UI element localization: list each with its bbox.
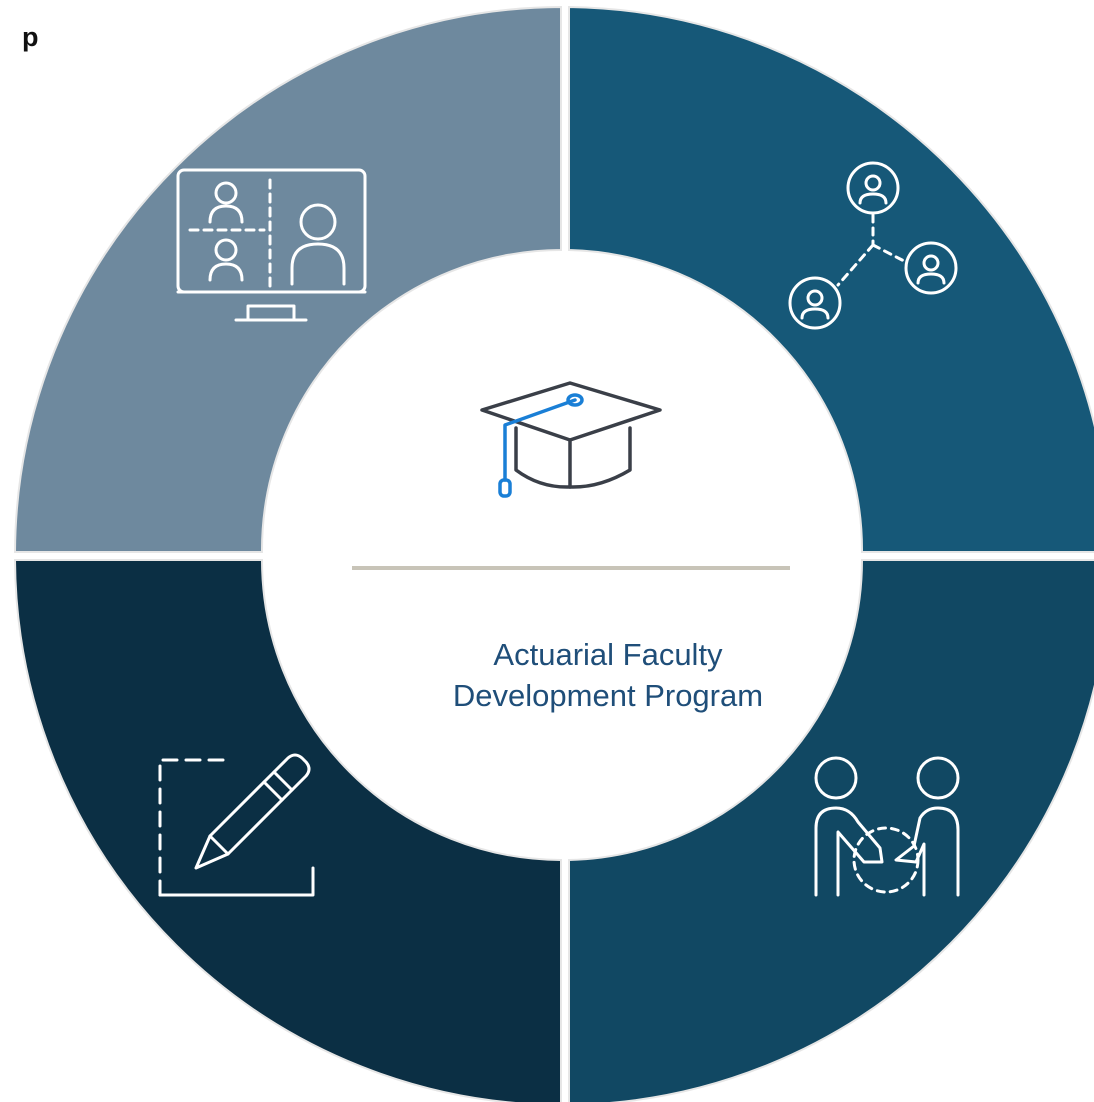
segment-top-right <box>568 5 1094 553</box>
program-title-line1: Actuarial Faculty <box>493 637 723 672</box>
graduation-cap-icon <box>480 381 662 498</box>
program-title: Actuarial Faculty Development Program <box>388 634 828 716</box>
segment-top-left <box>13 5 562 553</box>
network-people-icon <box>788 161 958 330</box>
handshake-people-icon <box>814 756 960 897</box>
program-title-line2: Development Program <box>452 678 764 713</box>
segment-bottom-left <box>13 559 562 1102</box>
segment-bottom-right <box>568 559 1094 1102</box>
corner-text: p <box>22 22 39 52</box>
video-conference-icon <box>176 168 367 322</box>
edit-pencil-icon <box>158 753 315 897</box>
